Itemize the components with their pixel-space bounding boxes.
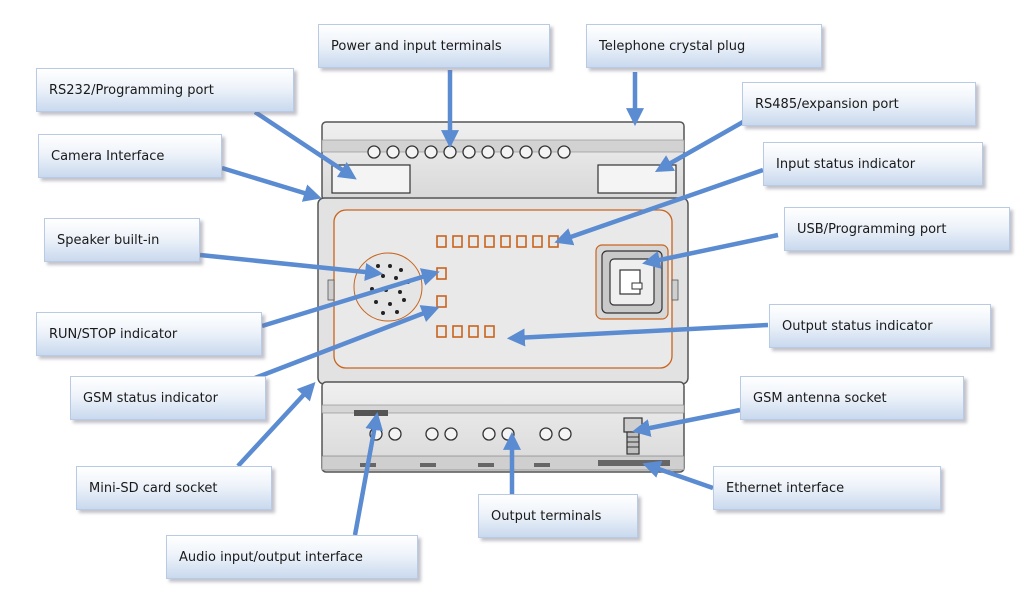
label-gsm-antenna-socket: GSM antenna socket: [740, 376, 964, 420]
label-output-status-indicator: Output status indicator: [769, 304, 991, 348]
arrow-gsm-status: [254, 305, 440, 381]
arrow-input-status: [554, 167, 764, 246]
usb-port: [595, 244, 669, 320]
leader-arrows: [199, 70, 779, 536]
antenna-socket: [623, 417, 643, 455]
label-ethernet-interface: Ethernet interface: [713, 466, 941, 510]
arrow-audio: [352, 412, 384, 536]
arrow-run-stop: [261, 268, 440, 329]
bottom-screw-terminals: [369, 427, 572, 441]
arrow-speaker: [199, 252, 384, 281]
bottom-housing: [321, 381, 685, 473]
arrow-rs485: [654, 116, 752, 173]
arrow-sd-card: [236, 382, 316, 468]
sd-card-slot: [354, 410, 388, 416]
label-camera-interface: Camera Interface: [38, 134, 222, 178]
label-run-stop-indicator: RUN/STOP indicator: [36, 312, 262, 356]
arrow-ethernet: [642, 460, 714, 491]
output-status-leds: [436, 325, 495, 338]
label-rs232-programming-port: RS232/Programming port: [36, 68, 294, 112]
label-usb-programming-port: USB/Programming port: [784, 207, 1010, 251]
label-gsm-status-indicator: GSM status indicator: [70, 376, 266, 420]
gsm-status-led: [436, 295, 447, 308]
label-telephone-crystal-plug: Telephone crystal plug: [586, 24, 822, 68]
label-mini-sd-card-socket: Mini-SD card socket: [76, 466, 272, 510]
plc-device: [317, 121, 689, 473]
top-screw-terminals: [367, 145, 571, 159]
label-audio-io-interface: Audio input/output interface: [166, 535, 418, 579]
arrow-antenna: [632, 407, 741, 437]
arrow-output-status: [506, 322, 769, 347]
label-rs485-expansion-port: RS485/expansion port: [742, 82, 976, 126]
label-power-input-terminals: Power and input terminals: [318, 24, 550, 68]
label-input-status-indicator: Input status indicator: [763, 142, 983, 186]
arrow-usb: [642, 232, 779, 269]
label-output-terminals: Output terminals: [478, 494, 638, 538]
arrow-rs232: [253, 110, 357, 180]
label-speaker-built-in: Speaker built-in: [44, 218, 200, 262]
arrow-camera: [221, 165, 322, 202]
